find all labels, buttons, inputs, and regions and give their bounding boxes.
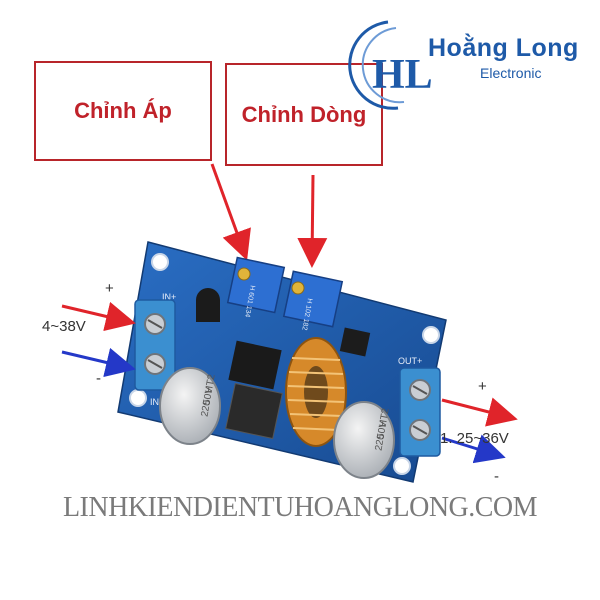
current-potentiometer-icon: H 102 182 [282,270,344,331]
svg-text:50V: 50V [202,386,216,406]
voltage-adjust-callout: Chỉnh Áp [34,61,212,161]
svg-text:IN-: IN- [150,397,162,407]
current-adjust-label: Chỉnh Dòng [241,101,367,127]
input-minus-arrow [61,347,136,378]
voltage-adjust-label: Chỉnh Áp [74,98,172,123]
brand-subtitle: Electronic [480,65,542,81]
output-plus-arrow [441,397,518,427]
heatsink-ic [228,340,282,390]
input-plus-label: + [105,280,114,297]
svg-text:HT2: HT2 [204,373,218,394]
inductor-coil [285,337,347,447]
output-minus-arrow [441,434,506,464]
brand-block: Hoằng Long Electronic [428,34,579,81]
input-minus-label: - [96,370,101,387]
input-capacitor: 220 50V HT2 [159,367,221,445]
site-watermark: LINHKIENDIENTUHOANGLONG.COM [62,492,538,523]
input-plus-arrow [61,301,136,332]
input-voltage-range: 4~38V [42,318,86,335]
ic-chip [339,327,371,357]
current-arrow [297,174,328,268]
input-terminal [134,299,176,391]
svg-text:50V: 50V [376,420,390,440]
pcb-board: IN+ IN- OUT+ H 601 134 H 102 [117,241,447,483]
svg-text:OUT+: OUT+ [398,356,422,366]
output-voltage-range: 1. 25~36V [440,430,509,447]
voltage-arrow [210,163,251,261]
svg-text:HT2: HT2 [378,407,392,428]
output-plus-label: + [478,378,487,395]
output-terminal [399,367,441,457]
brand-name: Hoằng Long [428,34,579,62]
svg-text:220: 220 [199,399,213,418]
output-capacitor: 220 50V HT2 [333,401,395,479]
current-adjust-callout: Chỉnh Dòng [225,63,383,166]
svg-text:IN+: IN+ [162,292,176,302]
logo-letters: HL [372,52,433,98]
svg-text:220: 220 [373,433,387,452]
hl-logo-icon: HL [348,20,433,110]
output-minus-label: - [494,468,499,485]
